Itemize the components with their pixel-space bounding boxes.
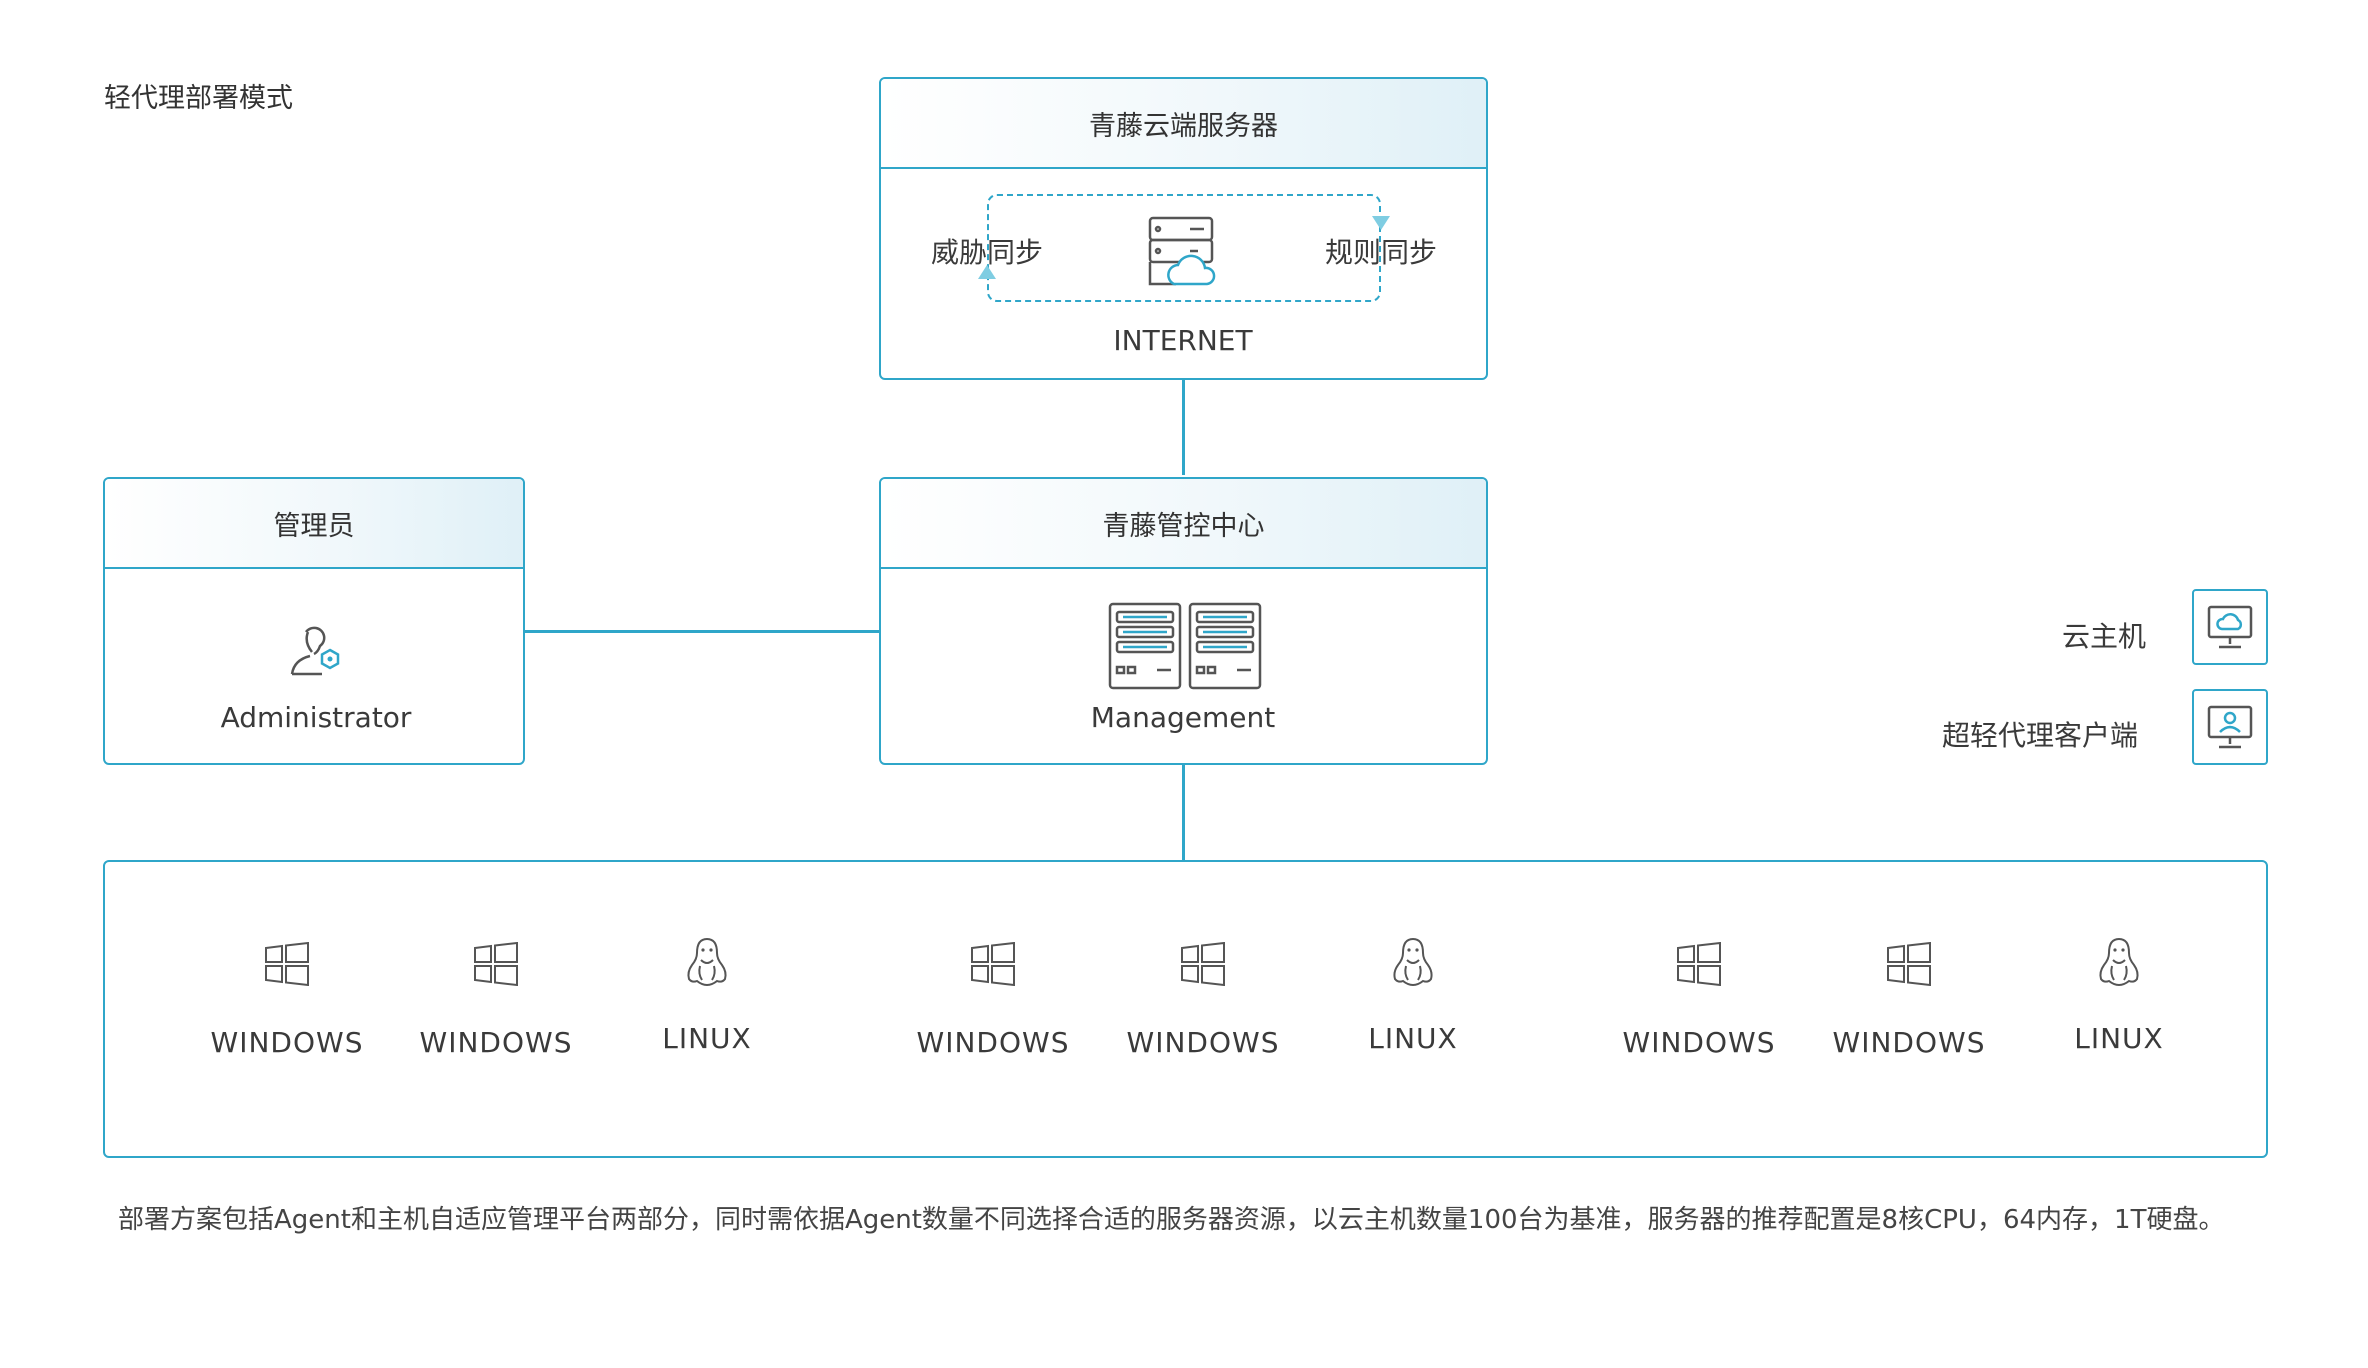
windows-icon	[971, 942, 1015, 986]
internet-label: INTERNET	[1113, 324, 1253, 357]
connector-center-to-hosts	[1182, 762, 1185, 860]
linux-tux-icon	[1393, 937, 1433, 987]
administrator-label: Administrator	[220, 701, 412, 734]
admin-box: 管理员 Administrator	[103, 477, 525, 765]
connector-cloud-to-center	[1182, 379, 1185, 475]
sync-arrow-down-icon	[1372, 216, 1390, 230]
host-windows: WINDOWS	[1829, 942, 1989, 1059]
linux-tux-icon	[2099, 937, 2139, 987]
host-label: WINDOWS	[1622, 1026, 1776, 1059]
host-linux: LINUX	[2039, 936, 2199, 1055]
windows-icon	[1887, 942, 1931, 986]
connector-admin-to-center	[523, 630, 881, 633]
windows-icon	[1677, 942, 1721, 986]
diagram-title: 轻代理部署模式	[104, 83, 293, 114]
cloud-server-icon	[1148, 216, 1216, 286]
threat-sync-label: 威胁同步	[931, 236, 1044, 269]
legend-light-agent-label: 超轻代理客户端	[1942, 719, 2139, 752]
host-label: WINDOWS	[210, 1026, 364, 1059]
host-label: LINUX	[662, 1022, 752, 1055]
windows-icon	[1181, 942, 1225, 986]
linux-tux-icon	[687, 937, 727, 987]
management-header: 青藤管控中心	[881, 479, 1486, 569]
cloud-server-box: 青藤云端服务器 威胁同步 规则同步 INTERNET	[879, 77, 1488, 380]
deployment-description: 部署方案包括Agent和主机自适应管理平台两部分，同时需依据Agent数量不同选…	[118, 1205, 2225, 1235]
host-linux: LINUX	[627, 936, 787, 1055]
host-label: WINDOWS	[916, 1026, 1070, 1059]
host-label: WINDOWS	[419, 1026, 573, 1059]
host-label: LINUX	[1368, 1022, 1458, 1055]
admin-header: 管理员	[105, 479, 523, 569]
management-label: Management	[1090, 701, 1276, 734]
host-label: WINDOWS	[1832, 1026, 1986, 1059]
legend-light-agent-icon	[2192, 689, 2268, 765]
hosts-container: WINDOWS WINDOWS LINUX WINDOWS WINDOWS LI…	[103, 860, 2268, 1158]
host-windows: WINDOWS	[416, 942, 576, 1059]
host-linux: LINUX	[1333, 936, 1493, 1055]
legend-cloud-host-label: 云主机	[2062, 620, 2147, 653]
rule-sync-label: 规则同步	[1325, 236, 1438, 269]
sync-arrow-up-icon	[978, 265, 996, 279]
host-windows: WINDOWS	[207, 942, 367, 1059]
administrator-user-icon	[290, 626, 340, 676]
windows-icon	[474, 942, 518, 986]
management-servers-icon	[1108, 602, 1262, 690]
host-windows: WINDOWS	[1123, 942, 1283, 1059]
windows-icon	[265, 942, 309, 986]
host-label: LINUX	[2074, 1022, 2164, 1055]
management-center-box: 青藤管控中心 Management	[879, 477, 1488, 765]
sync-loop	[987, 194, 1381, 302]
host-label: WINDOWS	[1126, 1026, 1280, 1059]
cloud-server-header: 青藤云端服务器	[881, 79, 1486, 169]
legend-cloud-host-icon	[2192, 589, 2268, 665]
host-windows: WINDOWS	[913, 942, 1073, 1059]
host-windows: WINDOWS	[1619, 942, 1779, 1059]
